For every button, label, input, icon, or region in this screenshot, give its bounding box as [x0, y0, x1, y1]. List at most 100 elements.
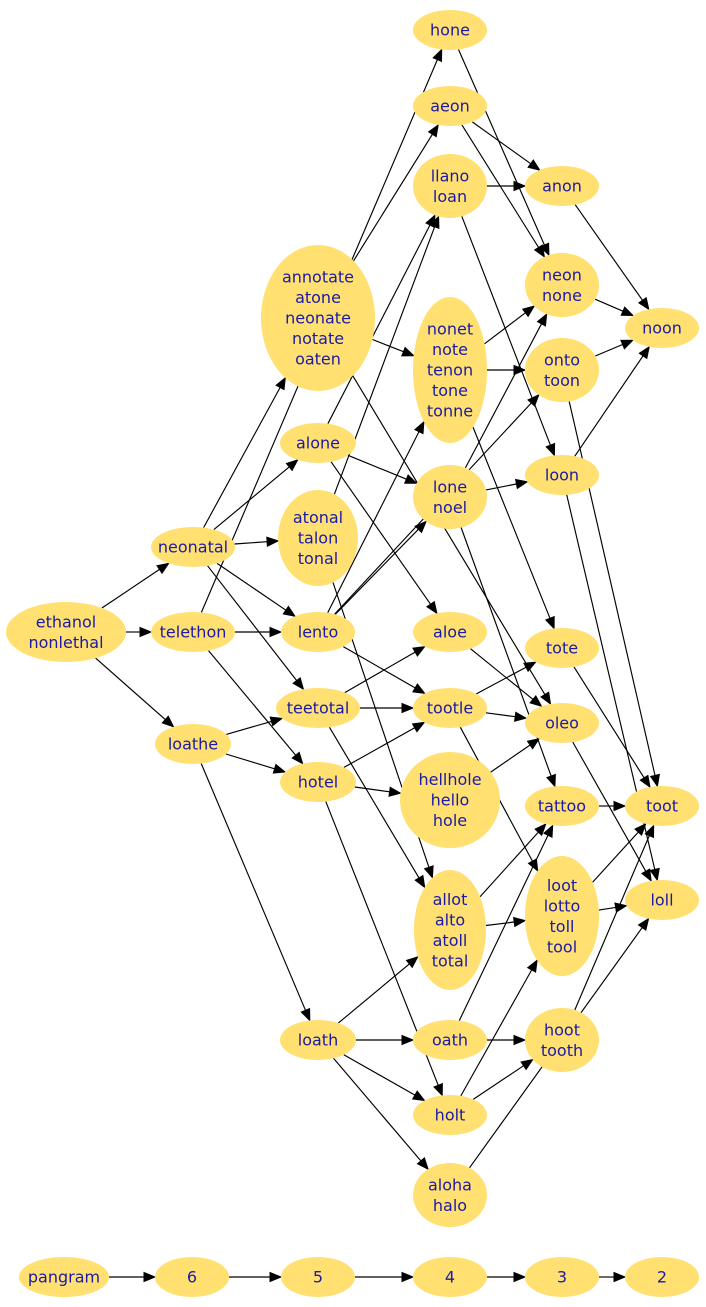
node-label: alto: [435, 910, 465, 929]
arrowhead: [414, 520, 428, 534]
edge-pangram-r6: [109, 1271, 157, 1283]
node-label: aloha: [428, 1175, 472, 1194]
node-ellipse: [280, 1020, 356, 1060]
edge-line: [574, 835, 650, 1011]
node-label: halo: [433, 1196, 467, 1215]
node-label: annotate: [282, 268, 354, 287]
node-ellipse: [525, 628, 599, 668]
edge-line: [225, 753, 275, 770]
node-label: loot: [547, 876, 577, 895]
edge-llano-anon: [487, 180, 527, 192]
node-ellipse: [280, 423, 356, 463]
edge-line: [592, 831, 639, 883]
arrowhead: [416, 1157, 429, 1171]
node-label: neonatal: [158, 538, 228, 557]
node-label: tootle: [427, 699, 473, 718]
node-ellipse: [413, 688, 487, 728]
node-label: toot: [646, 797, 678, 816]
edge-loathe-teetotal: [226, 716, 284, 735]
arrowhead: [513, 364, 527, 376]
node-ellipse: [151, 612, 235, 652]
node-label: 5: [313, 1268, 323, 1287]
node-ellipse: [413, 1020, 487, 1060]
arrowhead: [269, 716, 284, 727]
node-ellipse: [414, 870, 486, 990]
node-ethanol: ethanol nonlethal: [6, 602, 126, 662]
node-ellipse: [525, 166, 599, 206]
node-label: loll: [650, 891, 673, 910]
node-label: lotto: [544, 896, 581, 915]
node-anon: anon: [525, 166, 599, 206]
edge-loath-holt: [343, 1054, 426, 1102]
edge-loathe-loath: [200, 763, 311, 1022]
edge-onto-noon: [595, 339, 635, 357]
node-label: hoot: [544, 1020, 580, 1039]
arrowhead: [614, 902, 628, 913]
node-label: loan: [433, 187, 467, 206]
node-loll: loll: [625, 880, 699, 920]
arrowhead: [269, 1271, 283, 1283]
arrowhead: [514, 711, 528, 722]
edge-r6-r5: [229, 1271, 283, 1283]
edge-line: [216, 562, 287, 611]
edge-line: [327, 431, 420, 613]
node-label: teetotal: [287, 699, 350, 718]
edge-nonet-tote: [472, 426, 555, 630]
arrowhead: [291, 751, 304, 765]
node-label: alone: [296, 434, 340, 453]
edge-aeon-anon: [471, 121, 541, 171]
node-label: toll: [550, 917, 575, 936]
arrowhead: [546, 773, 556, 788]
node-label: tonal: [298, 549, 338, 568]
arrowhead: [412, 645, 426, 657]
edge-line: [328, 726, 420, 879]
arrowhead: [427, 123, 439, 138]
node-label: loath: [298, 1031, 338, 1050]
node-label: toon: [544, 371, 580, 390]
node-r4: 4: [413, 1257, 487, 1297]
edge-oleo-loll: [572, 741, 652, 883]
arrowhead: [639, 774, 651, 789]
arrowhead: [423, 865, 434, 879]
node-label: tenon: [427, 361, 473, 380]
edge-lento-lone: [334, 520, 428, 615]
node-oath: oath: [413, 1020, 487, 1060]
edge-neonatal-annotate: [203, 376, 286, 528]
node-label: tool: [547, 937, 577, 956]
edge-hotel-tootle: [343, 721, 426, 768]
node-label: holt: [435, 1106, 466, 1125]
node-label: hone: [430, 21, 470, 40]
edge-ethanol-loathe: [95, 657, 175, 728]
edge-oath-hoot: [487, 1034, 527, 1046]
edge-lone-neon: [464, 312, 548, 469]
node-label: tonne: [427, 402, 473, 421]
node-tattoo: tattoo: [525, 786, 599, 826]
edge-lone-loon: [485, 478, 529, 491]
edge-line: [334, 528, 419, 615]
node-label: nonet: [427, 320, 473, 339]
node-ellipse: [625, 880, 699, 920]
arrowhead: [272, 763, 287, 774]
edge-line: [484, 312, 526, 345]
edge-tootle-tote: [476, 661, 537, 695]
node-toot: toot: [625, 786, 699, 826]
edge-line: [200, 763, 307, 1011]
edge-neonatal-teetotal: [207, 565, 305, 691]
arrowhead: [527, 159, 541, 171]
node-label: ethanol: [36, 612, 96, 631]
node-label: note: [432, 340, 468, 359]
node-alone: alone: [280, 423, 356, 463]
node-ellipse: [525, 1008, 599, 1072]
arrowhead: [411, 1090, 426, 1102]
edge-allot-loot: [485, 916, 527, 928]
node-r5: 5: [281, 1257, 355, 1297]
arrowhead: [540, 691, 552, 706]
edge-annotate-aeon: [353, 123, 439, 262]
node-label: nonlethal: [28, 633, 103, 652]
edge-annotate-oleo: [352, 375, 552, 706]
arrowhead: [156, 562, 170, 575]
